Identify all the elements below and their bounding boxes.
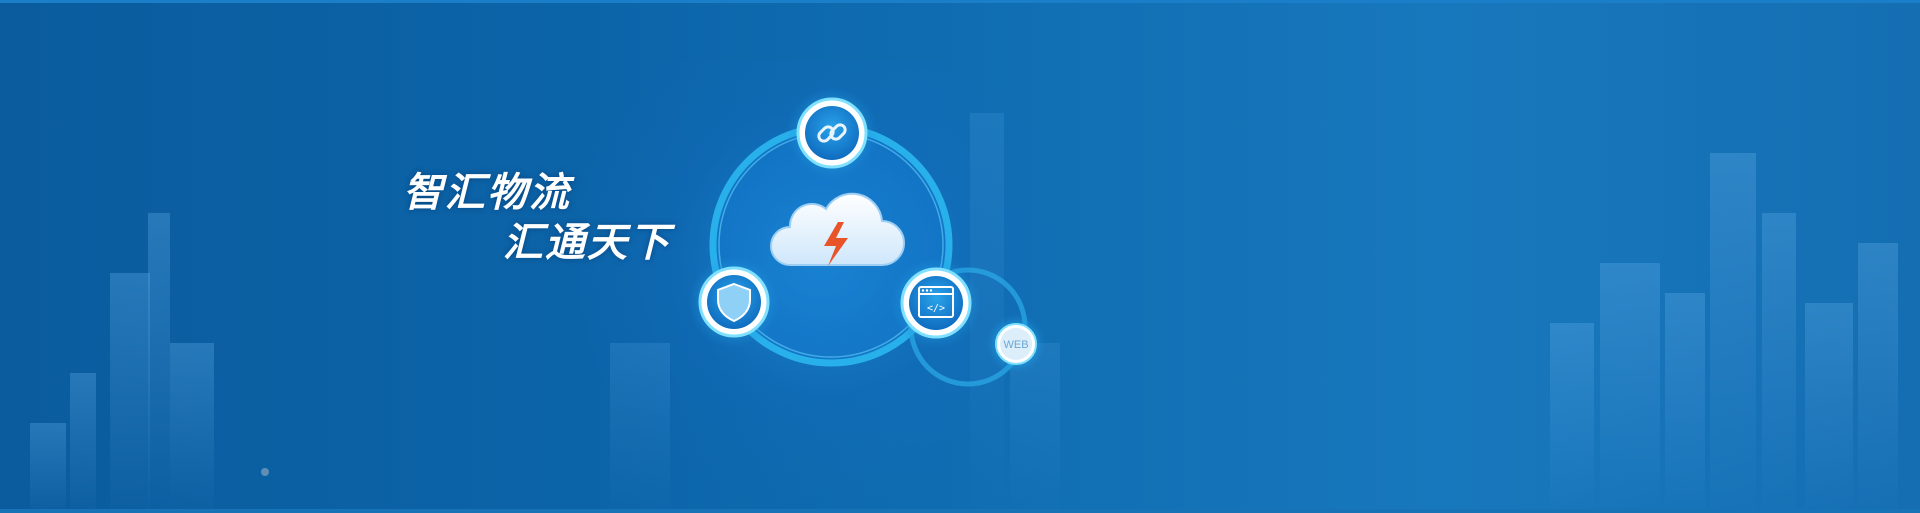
link-icon: [786, 87, 878, 179]
shield-icon: [688, 256, 780, 348]
web-badge-label: WEB: [1003, 339, 1028, 351]
svg-text:</>: </>: [927, 303, 945, 314]
carousel-indicator[interactable]: [261, 468, 269, 476]
bottom-border: [0, 509, 1920, 513]
web-icon: WEB: [986, 314, 1046, 374]
code-window-icon: </>: [890, 257, 982, 349]
